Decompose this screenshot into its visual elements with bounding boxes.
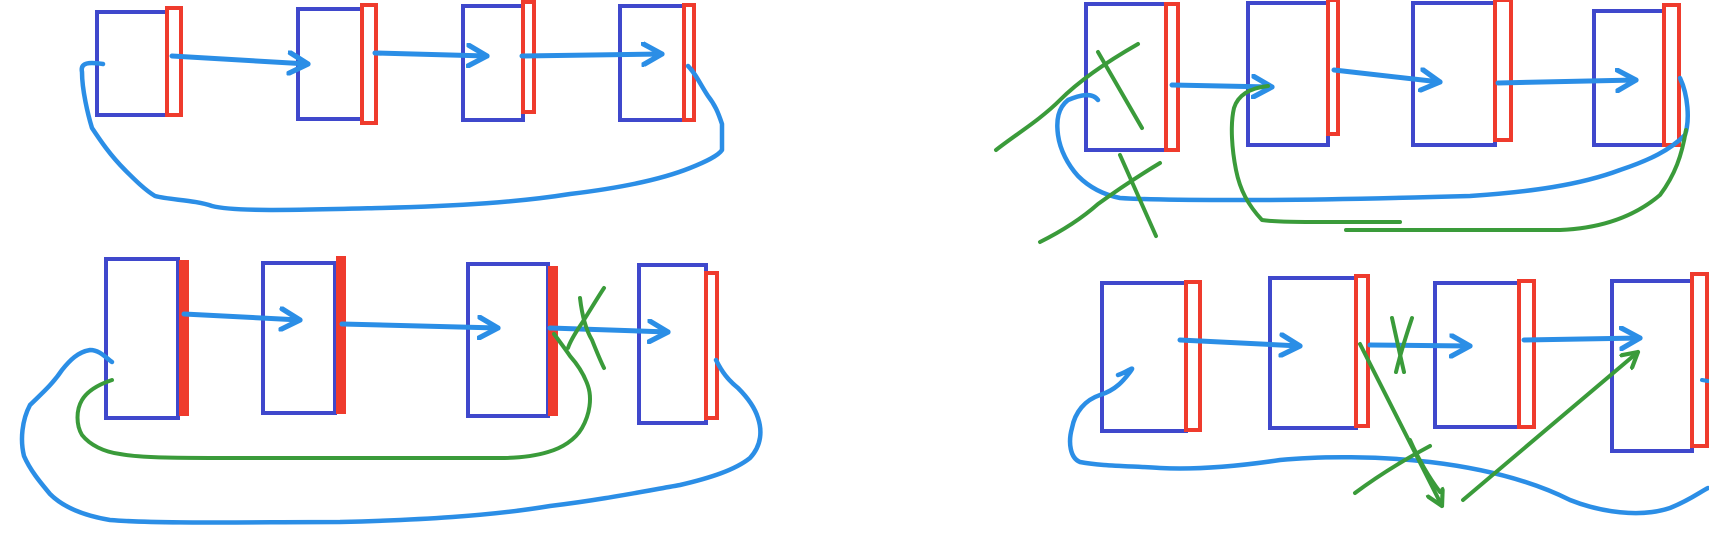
link-arrow [1177,340,1300,346]
pointer-field-filled [548,266,558,416]
cross-out-stroke [1353,444,1432,495]
link-arrow [169,56,308,64]
list-node [261,256,346,415]
wrap-around-link [1055,75,1690,203]
panel-bottom-left [19,256,763,525]
cross-out-stroke [566,286,606,350]
pointer-field-filled [336,256,346,414]
link-arrow [1367,345,1470,346]
list-node [1246,0,1340,147]
wrap-around-link [79,60,725,213]
link-arrow [1331,70,1440,82]
cross-out-stroke [1118,153,1158,238]
list-node [1100,280,1202,433]
link-arrow [1521,338,1640,340]
cross-out-stroke [1408,438,1442,494]
list-node [1411,0,1513,147]
list-node [1433,279,1536,429]
cross-out-stroke [1038,161,1162,244]
wrap-around-link-tail [1700,378,1709,383]
list-node [1084,2,1180,152]
list-node [1268,274,1370,430]
wrap-around-link [1067,366,1709,516]
list-node [95,6,183,117]
cross-out-stroke [994,42,1140,152]
new-link [75,332,592,460]
link-arrow [181,314,300,320]
wrap-around-link [19,347,763,525]
panel-top-left [79,0,725,213]
panel-top-right [994,0,1690,244]
link-arrow [339,324,498,328]
cross-out-stroke [1390,316,1406,374]
list-node [104,257,189,420]
list-node [637,263,719,425]
pointer-field-filled [179,260,189,416]
link-arrow [1495,80,1636,83]
link-arrow [372,53,487,56]
cross-out-stroke [1394,316,1414,374]
new-link [1358,342,1442,506]
list-node [466,262,558,418]
list-node [1592,3,1681,147]
cross-out-stroke [578,296,606,370]
list-node [618,3,696,122]
redirected-link [1229,84,1402,224]
redirected-link [1344,128,1688,232]
link-arrow [519,54,662,56]
panel-bottom-right [1067,272,1709,516]
link-arrow [547,328,668,332]
list-node [1610,272,1709,453]
list-node [461,0,536,122]
new-link [1461,352,1638,502]
